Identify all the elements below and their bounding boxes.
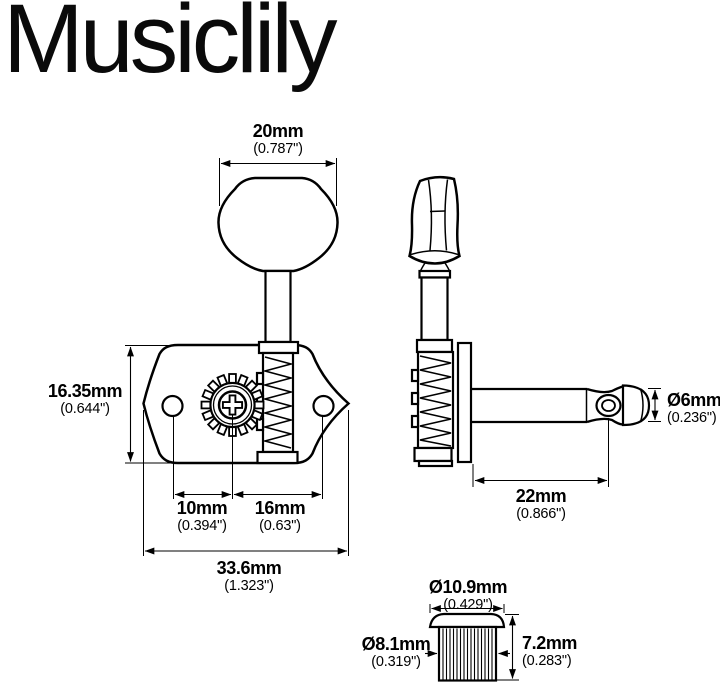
dim-spacing-lines (173, 415, 323, 499)
worm-tab (255, 371, 265, 386)
post-end-cap (621, 384, 651, 427)
tuner-button-side (408, 175, 461, 265)
gear-screw-cross (221, 394, 244, 416)
dim-post-diameter-lines (648, 388, 661, 422)
dim-post-to-hole: 16mm (0.63") (254, 498, 306, 534)
bushing-knurling (442, 628, 493, 680)
worm-thread-side (419, 355, 452, 447)
dim-head-diameter: Ø10.9mm (0.429") (428, 577, 508, 613)
button-shaft (264, 269, 292, 344)
worm-bottom-collar-side (413, 446, 453, 463)
dim-post-length: 22mm (0.866") (515, 486, 567, 522)
plate-edge-side (456, 341, 473, 464)
worm-thread (261, 356, 295, 449)
dim-button-width-lines (219, 158, 337, 206)
tuner-button-front (217, 176, 339, 273)
mount-hole-right (312, 394, 335, 418)
bushing-drawing (425, 604, 519, 682)
worm-bottom-tab-side (417, 459, 454, 468)
dim-body-diameter: Ø8.1mm (0.319") (361, 634, 431, 670)
dim-hole-to-post: 10mm (0.394") (176, 498, 228, 534)
button-facet-line (444, 179, 449, 251)
dim-post-diameter: Ø6mm (0.236") (667, 390, 720, 426)
dim-bushing-height-lines (497, 614, 519, 681)
dim-plate-height-lines (125, 345, 176, 464)
worm-tab-side (410, 414, 420, 429)
dim-head-diameter-lines (429, 604, 505, 613)
dim-bushing-height: 7.2mm (0.283") (522, 633, 578, 669)
worm-tab-side (410, 368, 420, 383)
mount-hole-left (161, 394, 184, 418)
dim-plate-width-lines (143, 410, 349, 556)
dim-plate-height: 16.35mm (0.644") (47, 381, 123, 417)
dim-plate-width: 33.6mm (1.323") (216, 558, 282, 594)
front-view-drawing (125, 158, 351, 556)
bushing-head (428, 612, 506, 629)
worm-bottom-collar (256, 450, 299, 465)
string-post (471, 384, 651, 427)
worm-tab-side (410, 391, 420, 406)
dim-button-width: 20mm (0.787") (252, 121, 304, 157)
side-view-drawing (408, 175, 661, 487)
worm-top-collar (257, 340, 300, 355)
brand-logo: Musiclily (3, 0, 337, 93)
worm-top-collar-side (415, 338, 454, 354)
button-facet-line (427, 179, 433, 251)
gear-wheel (200, 373, 265, 437)
dim-post-length-lines (472, 418, 609, 487)
button-shaft-side (420, 276, 449, 342)
